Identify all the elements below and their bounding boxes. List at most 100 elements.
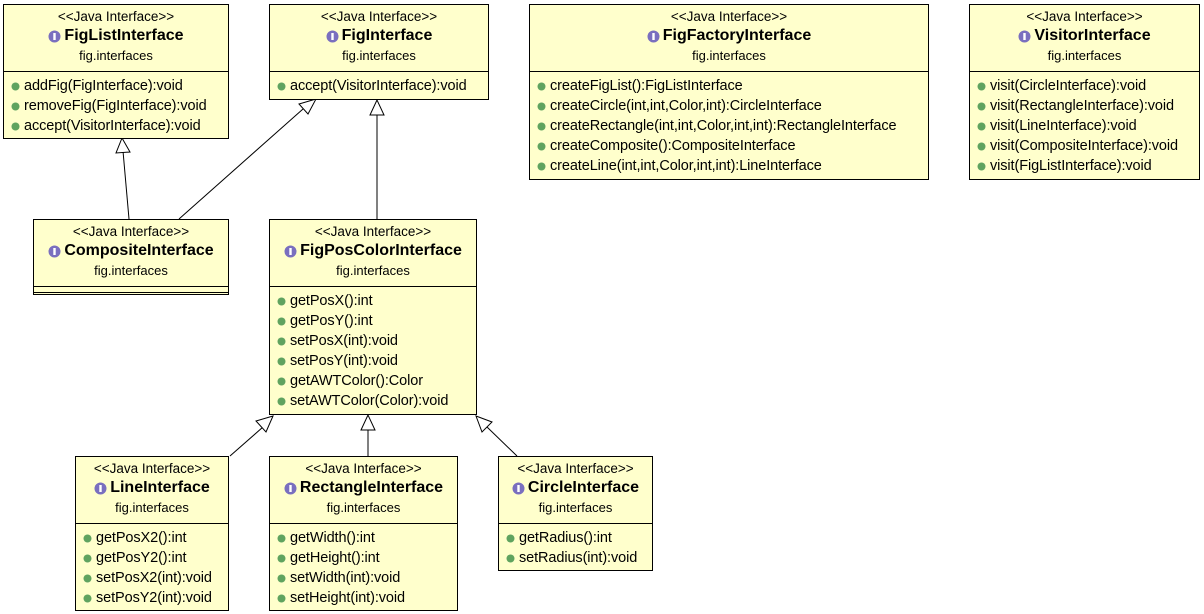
- method-row[interactable]: addFig(FigInterface):void: [11, 76, 228, 96]
- public-method-icon: [537, 122, 546, 130]
- class-name: VisitorInterface: [1034, 27, 1151, 44]
- method-signature: createFigList():FigListInterface: [550, 78, 743, 94]
- method-row[interactable]: setHeight(int):void: [277, 588, 457, 608]
- fig-interface-header: <<Java Interface>> FigInterface fig.inte…: [270, 5, 488, 72]
- method-row[interactable]: setRadius(int):void: [506, 548, 652, 568]
- public-method-icon: [277, 594, 286, 602]
- method-row[interactable]: setWidth(int):void: [277, 568, 457, 588]
- method-row[interactable]: setPosY(int):void: [277, 351, 476, 371]
- visitor-interface-box[interactable]: <<Java Interface>> VisitorInterface fig.…: [969, 4, 1200, 180]
- edge-circle-to-figposcolor: [475, 415, 518, 457]
- method-signature: createComposite():CompositeInterface: [550, 138, 796, 154]
- method-row[interactable]: visit(CompositeInterface):void: [977, 136, 1199, 156]
- public-method-icon: [11, 102, 20, 110]
- method-row[interactable]: getAWTColor():Color: [277, 371, 476, 391]
- class-name: LineInterface: [110, 479, 210, 496]
- method-list: getWidth():int getHeight():int setWidth(…: [270, 524, 457, 612]
- method-row[interactable]: visit(RectangleInterface):void: [977, 96, 1199, 116]
- method-signature: visit(CircleInterface):void: [990, 78, 1147, 94]
- rectangle-interface-box[interactable]: <<Java Interface>> RectangleInterface fi…: [269, 456, 458, 611]
- method-signature: removeFig(FigInterface):void: [24, 98, 207, 114]
- method-row[interactable]: visit(LineInterface):void: [977, 116, 1199, 136]
- package-label: fig.interfaces: [326, 500, 401, 515]
- method-signature: createCircle(int,int,Color,int):CircleIn…: [550, 98, 822, 114]
- method-signature: setHeight(int):void: [290, 590, 405, 606]
- public-method-icon: [277, 317, 286, 325]
- stereotype-label: <<Java Interface>>: [314, 224, 432, 239]
- method-row[interactable]: setPosY2(int):void: [83, 588, 228, 608]
- method-row[interactable]: accept(VisitorInterface):void: [277, 76, 488, 96]
- method-signature: setPosX2(int):void: [96, 570, 212, 586]
- public-method-icon: [506, 554, 515, 562]
- method-row[interactable]: visit(FigListInterface):void: [977, 156, 1199, 176]
- method-row[interactable]: visit(CircleInterface):void: [977, 76, 1199, 96]
- class-name: FigListInterface: [64, 27, 184, 44]
- method-row[interactable]: accept(VisitorInterface):void: [11, 116, 228, 136]
- public-method-icon: [977, 142, 986, 150]
- public-method-icon: [277, 297, 286, 305]
- method-row[interactable]: createFigList():FigListInterface: [537, 76, 928, 96]
- method-row[interactable]: setPosX(int):void: [277, 331, 476, 351]
- package-label: fig.interfaces: [1047, 48, 1122, 63]
- edge-figposcolor-to-fig: [369, 98, 385, 219]
- method-row[interactable]: setPosX2(int):void: [83, 568, 228, 588]
- class-title: LineInterface: [76, 477, 228, 499]
- method-row[interactable]: getPosX():int: [277, 291, 476, 311]
- interface-icon: [48, 245, 61, 257]
- interface-icon: [647, 30, 660, 42]
- method-list: getRadius():int setRadius(int):void: [499, 524, 652, 572]
- method-row[interactable]: getHeight():int: [277, 548, 457, 568]
- edge-line-to-figposcolor: [229, 415, 274, 457]
- method-row[interactable]: getPosY():int: [277, 311, 476, 331]
- method-signature: getAWTColor():Color: [290, 373, 423, 389]
- public-method-icon: [537, 82, 546, 90]
- class-name: FigFactoryInterface: [662, 27, 812, 44]
- method-row[interactable]: removeFig(FigInterface):void: [11, 96, 228, 116]
- package-label: fig.interfaces: [79, 48, 153, 63]
- public-method-icon: [83, 534, 92, 542]
- method-row[interactable]: getPosX2():int: [83, 528, 228, 548]
- fig-interface-box[interactable]: <<Java Interface>> FigInterface fig.inte…: [269, 4, 489, 100]
- public-method-icon: [977, 162, 986, 170]
- public-method-icon: [277, 574, 286, 582]
- class-name: FigPosColorInterface: [300, 242, 462, 259]
- method-row[interactable]: createComposite():CompositeInterface: [537, 136, 928, 156]
- method-signature: getHeight():int: [290, 550, 380, 566]
- stereotype-label: <<Java Interface>>: [305, 461, 422, 476]
- figposcolor-interface-box[interactable]: <<Java Interface>> FigPosColorInterface …: [269, 219, 477, 415]
- class-title: FigFactoryInterface: [530, 25, 928, 47]
- interface-icon: [1018, 30, 1031, 42]
- line-interface-box[interactable]: <<Java Interface>> LineInterface fig.int…: [75, 456, 229, 611]
- class-title: CircleInterface: [499, 477, 652, 499]
- figfactory-interface-box[interactable]: <<Java Interface>> FigFactoryInterface f…: [529, 4, 929, 180]
- method-signature: setPosY(int):void: [290, 353, 398, 369]
- method-row[interactable]: createCircle(int,int,Color,int):CircleIn…: [537, 96, 928, 116]
- method-row[interactable]: createRectangle(int,int,Color,int,int):R…: [537, 116, 928, 136]
- interface-icon: [284, 245, 297, 257]
- circle-interface-box[interactable]: <<Java Interface>> CircleInterface fig.i…: [498, 456, 653, 571]
- method-list: getPosX():int getPosY():int setPosX(int)…: [270, 287, 476, 415]
- method-signature: setAWTColor(Color):void: [290, 393, 449, 409]
- method-signature: getPosX():int: [290, 293, 373, 309]
- class-title: RectangleInterface: [270, 477, 457, 499]
- figlist-interface-box[interactable]: <<Java Interface>> FigListInterface fig.…: [3, 4, 229, 139]
- package-label: fig.interfaces: [692, 48, 766, 63]
- figlist-interface-header: <<Java Interface>> FigListInterface fig.…: [4, 5, 228, 72]
- public-method-icon: [977, 82, 986, 90]
- public-method-icon: [277, 337, 286, 345]
- method-row[interactable]: getWidth():int: [277, 528, 457, 548]
- method-row[interactable]: getRadius():int: [506, 528, 652, 548]
- interface-icon: [48, 30, 61, 42]
- method-list: getPosX2():int getPosY2():int setPosX2(i…: [76, 524, 228, 612]
- class-name: RectangleInterface: [299, 479, 444, 496]
- public-method-icon: [537, 162, 546, 170]
- method-signature: visit(CompositeInterface):void: [990, 138, 1178, 154]
- stereotype-label: <<Java Interface>>: [517, 461, 634, 476]
- method-row[interactable]: setAWTColor(Color):void: [277, 391, 476, 411]
- composite-interface-box[interactable]: <<Java Interface>> CompositeInterface fi…: [33, 219, 229, 295]
- interface-icon: [94, 482, 107, 494]
- composite-interface-header: <<Java Interface>> CompositeInterface fi…: [34, 220, 228, 287]
- method-row[interactable]: createLine(int,int,Color,int,int):LineIn…: [537, 156, 928, 176]
- method-row[interactable]: getPosY2():int: [83, 548, 228, 568]
- class-name: CompositeInterface: [64, 242, 214, 259]
